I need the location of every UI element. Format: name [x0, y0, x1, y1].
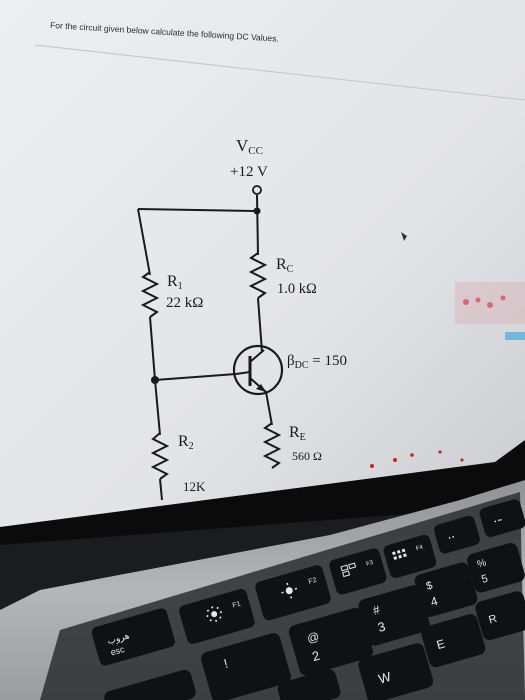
wire-left-top [137, 208, 151, 276]
junction-base [151, 376, 159, 384]
brightness-low-icon [206, 606, 222, 622]
three-label: 3 [376, 619, 387, 635]
r-label: R [487, 613, 498, 627]
four-label: 4 [429, 594, 440, 609]
bezel-reflections [370, 450, 464, 468]
f4-key[interactable]: F4 [382, 533, 438, 579]
hash-label: # [371, 602, 382, 617]
f4-label: F4 [415, 544, 424, 552]
transistor-emitter-arrow [256, 384, 266, 392]
r2-value: 12K [183, 479, 206, 494]
wire-vcc-down [256, 194, 259, 256]
f1-label: F1 [232, 601, 242, 610]
esc-key[interactable]: هروب esc [90, 607, 176, 667]
wire-left-lower [154, 379, 161, 436]
vcc-value: +12 V [230, 164, 268, 180]
f3-key[interactable]: F3 [328, 547, 388, 596]
key-2[interactable]: @ 2 [287, 606, 374, 677]
wire-left-bottom [159, 478, 163, 501]
wire-base [154, 373, 237, 381]
transistor-collector-lead [249, 349, 265, 363]
resistor-r1-zigzag [140, 271, 160, 318]
wire-top [137, 208, 258, 212]
f6-label: • •• [494, 518, 503, 526]
key-q[interactable] [276, 668, 342, 700]
mouse-cursor-icon [401, 232, 407, 241]
rc-label: RC [276, 256, 294, 275]
tab-key[interactable] [103, 668, 198, 700]
rc-value: 1.0 kΩ [277, 281, 317, 297]
transistor-base-lead [235, 371, 251, 375]
junction-vcc [253, 207, 261, 215]
key-r[interactable]: R [474, 590, 525, 642]
screen-reflection [455, 282, 525, 340]
launchpad-icon [392, 548, 407, 560]
f5-key[interactable]: • • [433, 515, 482, 555]
key-e[interactable]: E [420, 613, 487, 669]
f2-key[interactable]: F2 [254, 564, 332, 622]
transistor-circle [232, 344, 284, 396]
f5-label: • • [448, 535, 455, 542]
circuit-diagram [137, 194, 284, 501]
vcc-label: VCC [236, 136, 263, 157]
mission-control-icon [340, 562, 357, 578]
wire-collector [257, 297, 263, 353]
resistor-re-zigzag [262, 422, 282, 469]
key-w[interactable]: W [357, 642, 435, 700]
five-label: 5 [480, 573, 489, 586]
key-4[interactable]: $ 4 [413, 561, 479, 619]
key-3[interactable]: # 3 [357, 584, 432, 648]
backtick-key[interactable]: ! [199, 631, 292, 700]
f1-key[interactable]: F1 [178, 588, 256, 646]
keyboard: هروب esc F1 F2 [90, 498, 525, 700]
f6-key[interactable]: • •• [478, 498, 525, 538]
at-label: @ [305, 629, 321, 646]
resistor-rc-zigzag [248, 252, 268, 299]
r2-label: R2 [178, 433, 194, 452]
key-5[interactable]: % 5 [465, 541, 525, 594]
resistor-r2-zigzag [150, 432, 170, 480]
r1-value: 22 kΩ [166, 295, 203, 311]
esc-label: esc [109, 644, 126, 658]
beta-label: βDC = 150 [287, 353, 347, 371]
re-value: 560 Ω [292, 449, 322, 463]
brightness-high-icon [281, 582, 298, 599]
r1-label: R1 [167, 273, 183, 292]
wire-left-mid [149, 316, 156, 381]
question-divider [34, 44, 525, 101]
percent-label: % [476, 557, 488, 570]
two-label: 2 [310, 648, 321, 664]
wire-emitter [265, 391, 273, 426]
f3-label: F3 [366, 560, 375, 568]
f2-label: F2 [308, 577, 318, 586]
vcc-terminal [252, 185, 262, 195]
backtick-label: ! [222, 656, 230, 671]
re-label: RE [289, 424, 306, 443]
w-label: W [377, 669, 394, 687]
dollar-label: $ [425, 580, 434, 593]
e-label: E [435, 636, 447, 652]
